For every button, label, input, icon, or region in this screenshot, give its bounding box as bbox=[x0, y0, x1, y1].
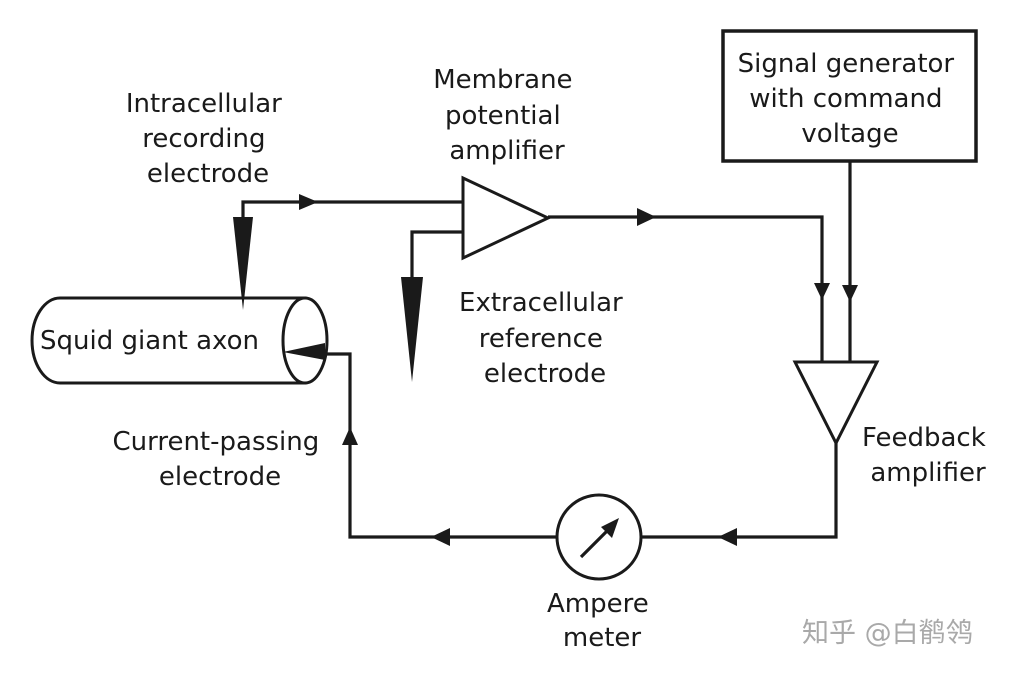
extracellular-wire bbox=[410, 230, 463, 277]
extracellular-line-3: electrode bbox=[484, 359, 606, 389]
arrow-up-1 bbox=[342, 427, 358, 445]
squid-axon-cylinder bbox=[30, 296, 329, 385]
extracellular-electrode-tip bbox=[401, 277, 423, 382]
current-line-1: Current-passing bbox=[112, 427, 319, 457]
intracellular-line-2: recording bbox=[142, 124, 265, 154]
feedback-output-wire bbox=[641, 443, 838, 539]
feedback-amplifier-triangle bbox=[792, 360, 880, 447]
ampere-line-2: meter bbox=[563, 623, 642, 653]
ampere-meter-label: Ampere meter bbox=[547, 589, 657, 653]
signal-generator-box bbox=[721, 29, 978, 163]
current-passing-label: Current-passing electrode bbox=[112, 427, 327, 492]
arrow-left-1 bbox=[718, 528, 737, 546]
extracellular-label: Extracellular reference electrode bbox=[459, 288, 631, 389]
signal-generator-label: Signal generator with command voltage bbox=[738, 49, 963, 149]
signal-line-1: Signal generator bbox=[738, 49, 955, 79]
membrane-line-1: Membrane bbox=[433, 65, 572, 95]
intracellular-label: Intracellular recording electrode bbox=[126, 89, 290, 189]
extracellular-line-1: Extracellular bbox=[459, 288, 623, 318]
arrow-right-2 bbox=[637, 208, 656, 226]
axon-label: Squid giant axon bbox=[40, 326, 259, 356]
membrane-line-3: amplifier bbox=[449, 136, 565, 166]
current-passing-electrode-tip bbox=[283, 343, 325, 360]
intracellular-wire bbox=[241, 200, 463, 217]
feedback-line-2: amplifier bbox=[870, 458, 986, 488]
membrane-amplifier-label: Membrane potential amplifier bbox=[433, 65, 581, 166]
ampere-line-1: Ampere bbox=[547, 589, 649, 619]
intracellular-electrode-tip bbox=[233, 217, 253, 310]
current-line-2: electrode bbox=[159, 462, 281, 492]
intracellular-line-1: Intracellular bbox=[126, 89, 282, 119]
return-wire bbox=[325, 352, 557, 539]
arrow-left-2 bbox=[431, 528, 450, 546]
extracellular-line-2: reference bbox=[479, 324, 603, 354]
feedback-line-1: Feedback bbox=[862, 423, 986, 453]
intracellular-line-3: electrode bbox=[147, 159, 269, 189]
signal-line-2: with command bbox=[749, 84, 942, 114]
watermark: 知乎 @白鹡鸰 bbox=[802, 618, 973, 649]
membrane-line-2: potential bbox=[445, 101, 561, 131]
arrow-down-1 bbox=[814, 283, 830, 300]
ampere-meter bbox=[555, 493, 643, 581]
arrow-down-2 bbox=[842, 285, 858, 302]
signal-line-3: voltage bbox=[801, 119, 898, 149]
membrane-amplifier-triangle bbox=[461, 175, 552, 261]
arrow-right-1 bbox=[299, 194, 318, 210]
feedback-amplifier-label: Feedback amplifier bbox=[862, 423, 994, 488]
